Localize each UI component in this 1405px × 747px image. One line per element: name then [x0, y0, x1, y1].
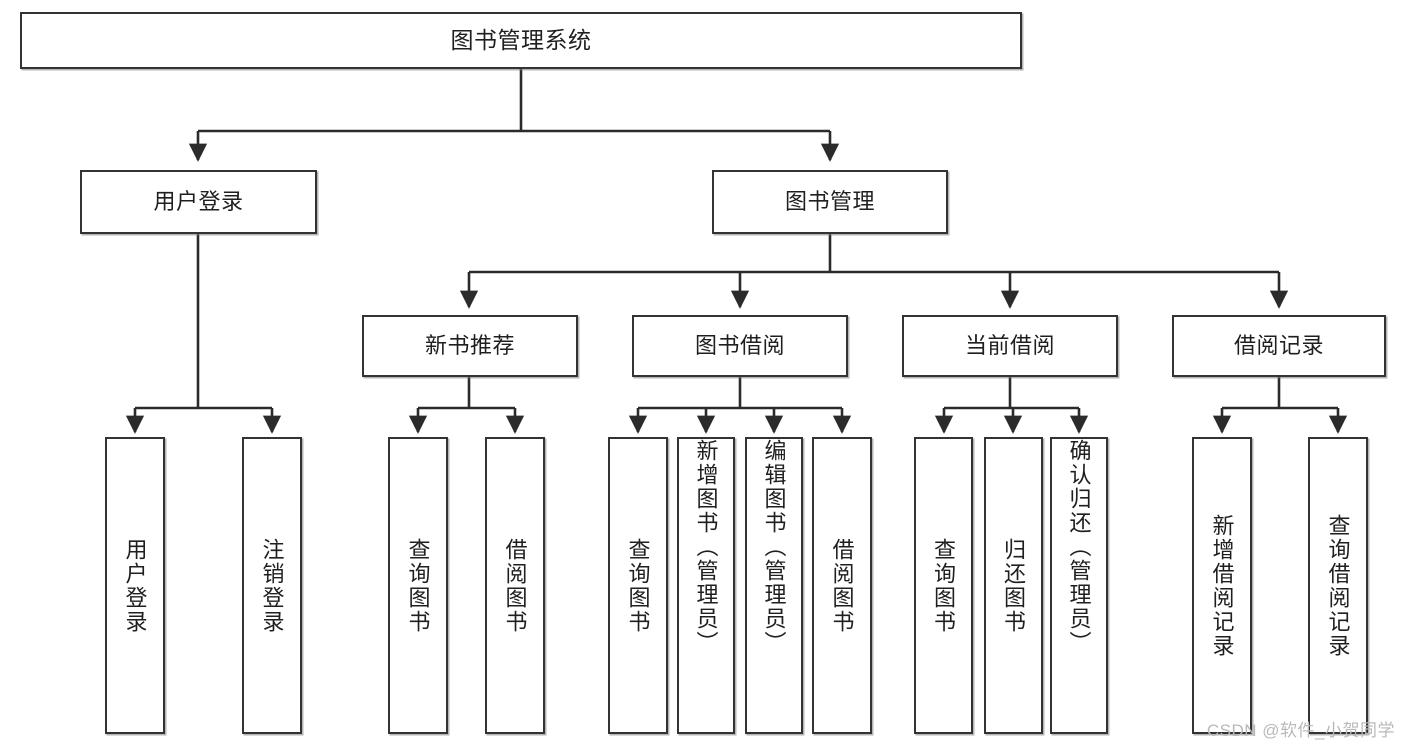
leaf-label: 新增借阅记录 [1209, 513, 1235, 658]
leaf-add-borrow-record[interactable]: 新增借阅记录 [1192, 437, 1252, 734]
leaf-label: 确认归还（管理员） [1066, 439, 1092, 655]
watermark: CSDN @软件_小贺同学 [1206, 721, 1395, 740]
node-label: 当前借阅 [964, 332, 1055, 358]
node-label: 用户登录 [153, 188, 244, 214]
node-new-book-recommend[interactable]: 新书推荐 [362, 315, 578, 377]
leaf-label: 借阅图书 [829, 537, 855, 634]
leaf-label: 新增图书（管理员） [693, 439, 719, 655]
node-book-management[interactable]: 图书管理 [712, 170, 948, 234]
leaf-query-book-current[interactable]: 查询图书 [914, 437, 973, 734]
leaf-label: 借阅图书 [502, 537, 528, 634]
leaf-label: 用户登录 [122, 537, 148, 634]
leaf-label: 注销登录 [259, 537, 285, 634]
leaf-edit-book-admin[interactable]: 编辑图书（管理员） [745, 437, 803, 734]
leaf-label: 归还图书 [1001, 537, 1027, 634]
leaf-label: 编辑图书（管理员） [761, 439, 787, 655]
node-label: 图书借阅 [694, 332, 785, 358]
node-current-borrow[interactable]: 当前借阅 [902, 315, 1118, 377]
leaf-query-borrow-record[interactable]: 查询借阅记录 [1308, 437, 1368, 734]
node-label: 图书管理系统 [450, 26, 592, 53]
leaf-query-book-recommend[interactable]: 查询图书 [388, 437, 448, 734]
leaf-user-login[interactable]: 用户登录 [105, 437, 165, 734]
leaf-label: 查询图书 [625, 537, 651, 634]
node-book-borrow[interactable]: 图书借阅 [632, 315, 848, 377]
node-label: 图书管理 [784, 188, 875, 214]
node-root-system[interactable]: 图书管理系统 [20, 12, 1022, 69]
node-label: 新书推荐 [424, 332, 515, 358]
leaf-borrow-book-recommend[interactable]: 借阅图书 [485, 437, 545, 734]
node-borrow-record[interactable]: 借阅记录 [1172, 315, 1386, 377]
leaf-confirm-return-admin[interactable]: 确认归还（管理员） [1050, 437, 1108, 734]
node-user-login[interactable]: 用户登录 [80, 170, 317, 234]
leaf-label: 查询图书 [931, 537, 957, 634]
node-label: 借阅记录 [1233, 332, 1324, 358]
leaf-label: 查询借阅记录 [1325, 513, 1351, 658]
leaf-add-book-admin[interactable]: 新增图书（管理员） [677, 437, 735, 734]
leaf-logout[interactable]: 注销登录 [242, 437, 302, 734]
leaf-query-book-borrow[interactable]: 查询图书 [608, 437, 668, 734]
leaf-label: 查询图书 [405, 537, 431, 634]
leaf-return-book[interactable]: 归还图书 [984, 437, 1043, 734]
leaf-borrow-book[interactable]: 借阅图书 [812, 437, 872, 734]
